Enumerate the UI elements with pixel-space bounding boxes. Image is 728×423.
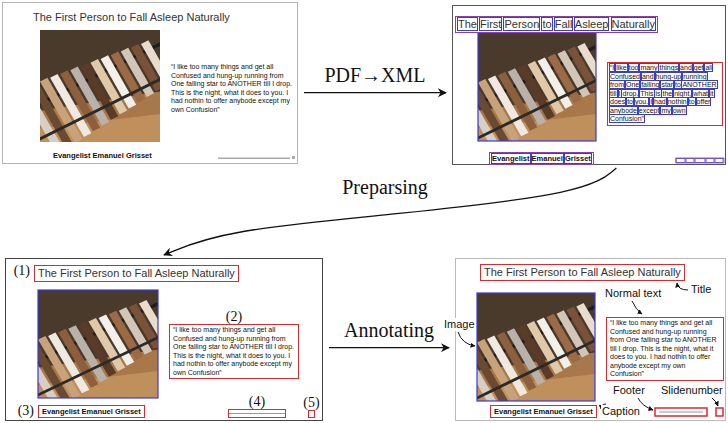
footer-mark <box>218 158 290 160</box>
image-box <box>38 290 158 398</box>
body-region: (2)“I like too many things and get all C… <box>169 324 299 379</box>
title-region: The First Person to Fall Asleep Naturall… <box>480 264 685 281</box>
slide-title: The First Person to Fall Asleep Naturall… <box>33 11 230 24</box>
edge-label: Annotating <box>341 319 437 341</box>
xylophone-photo <box>450 25 627 156</box>
annotation-label: Caption <box>601 405 641 418</box>
footer-word-boxes <box>676 159 723 163</box>
process-arrow <box>304 92 446 93</box>
xylophone-photo <box>449 285 626 416</box>
footer-box <box>676 158 724 163</box>
word-boxed-title: The First Person to Fall Asleep Naturall… <box>455 16 658 33</box>
caption-region: Evangelist Emanuel Grisset <box>490 405 597 418</box>
region-body: “I like too many things and get all Conf… <box>610 319 720 379</box>
xylophone-photo <box>11 22 191 158</box>
word-boxed-caption: Evangelist Emanuel Grisset <box>489 152 594 165</box>
region-title: The First Person to Fall Asleep Naturall… <box>38 267 235 280</box>
edge-label: PDF→XML <box>321 64 428 86</box>
annotation-label: Image <box>443 318 476 331</box>
region-title: The First Person to Fall Asleep Naturall… <box>484 266 681 279</box>
annotation-label: Normal text <box>604 287 662 300</box>
callout-number: (2) <box>226 309 242 324</box>
preparsed-panel: (1) The First Person to Fall Asleep Natur… <box>5 258 323 421</box>
xml-panel: The First Person to Fall Asleep Naturall… <box>452 5 726 165</box>
callout-number: (1) <box>14 263 30 278</box>
image-box <box>477 293 595 401</box>
footer-mark <box>659 412 703 413</box>
image-box <box>478 33 596 141</box>
process-arrow <box>329 347 449 348</box>
body-region: “I like too many things and get all Conf… <box>606 317 724 381</box>
caption-region: (3)Evangelist Emanuel Grisset <box>38 405 145 418</box>
region-caption: Evangelist Emanuel Grisset <box>42 407 141 416</box>
slide-caption: Evangelist Emanuel Grisset <box>53 151 152 160</box>
annotation-label: Slidenumber <box>660 384 724 397</box>
process-arrow <box>164 168 616 255</box>
callout-number: (4) <box>249 394 265 409</box>
region-body: “I like too many things and get all Conf… <box>173 326 295 377</box>
footer-region: (4) <box>228 409 286 418</box>
footer-box <box>655 408 707 416</box>
slide-panel: The First Person to Fall Asleep Naturall… <box>2 2 298 164</box>
xylophone-photo <box>9 282 189 413</box>
word-boxed-body: “I like too many things and get all Conf… <box>607 62 723 126</box>
slide-body: “I like too many things and get all Conf… <box>171 63 296 114</box>
annotation-label: Footer <box>612 384 646 397</box>
callout-number: (3) <box>18 403 34 418</box>
annotation-label: Title <box>690 283 712 296</box>
title-region: (1)The First Person to Fall Asleep Natur… <box>34 265 239 282</box>
slidenumber-box <box>716 408 723 416</box>
edge-label: Preparsing <box>339 176 431 198</box>
slidenumber-mark <box>292 156 295 159</box>
region-caption: Evangelist Emanuel Grisset <box>494 407 593 416</box>
callout-number: (5) <box>303 395 319 410</box>
slidenumber-region: (5) <box>308 410 315 418</box>
